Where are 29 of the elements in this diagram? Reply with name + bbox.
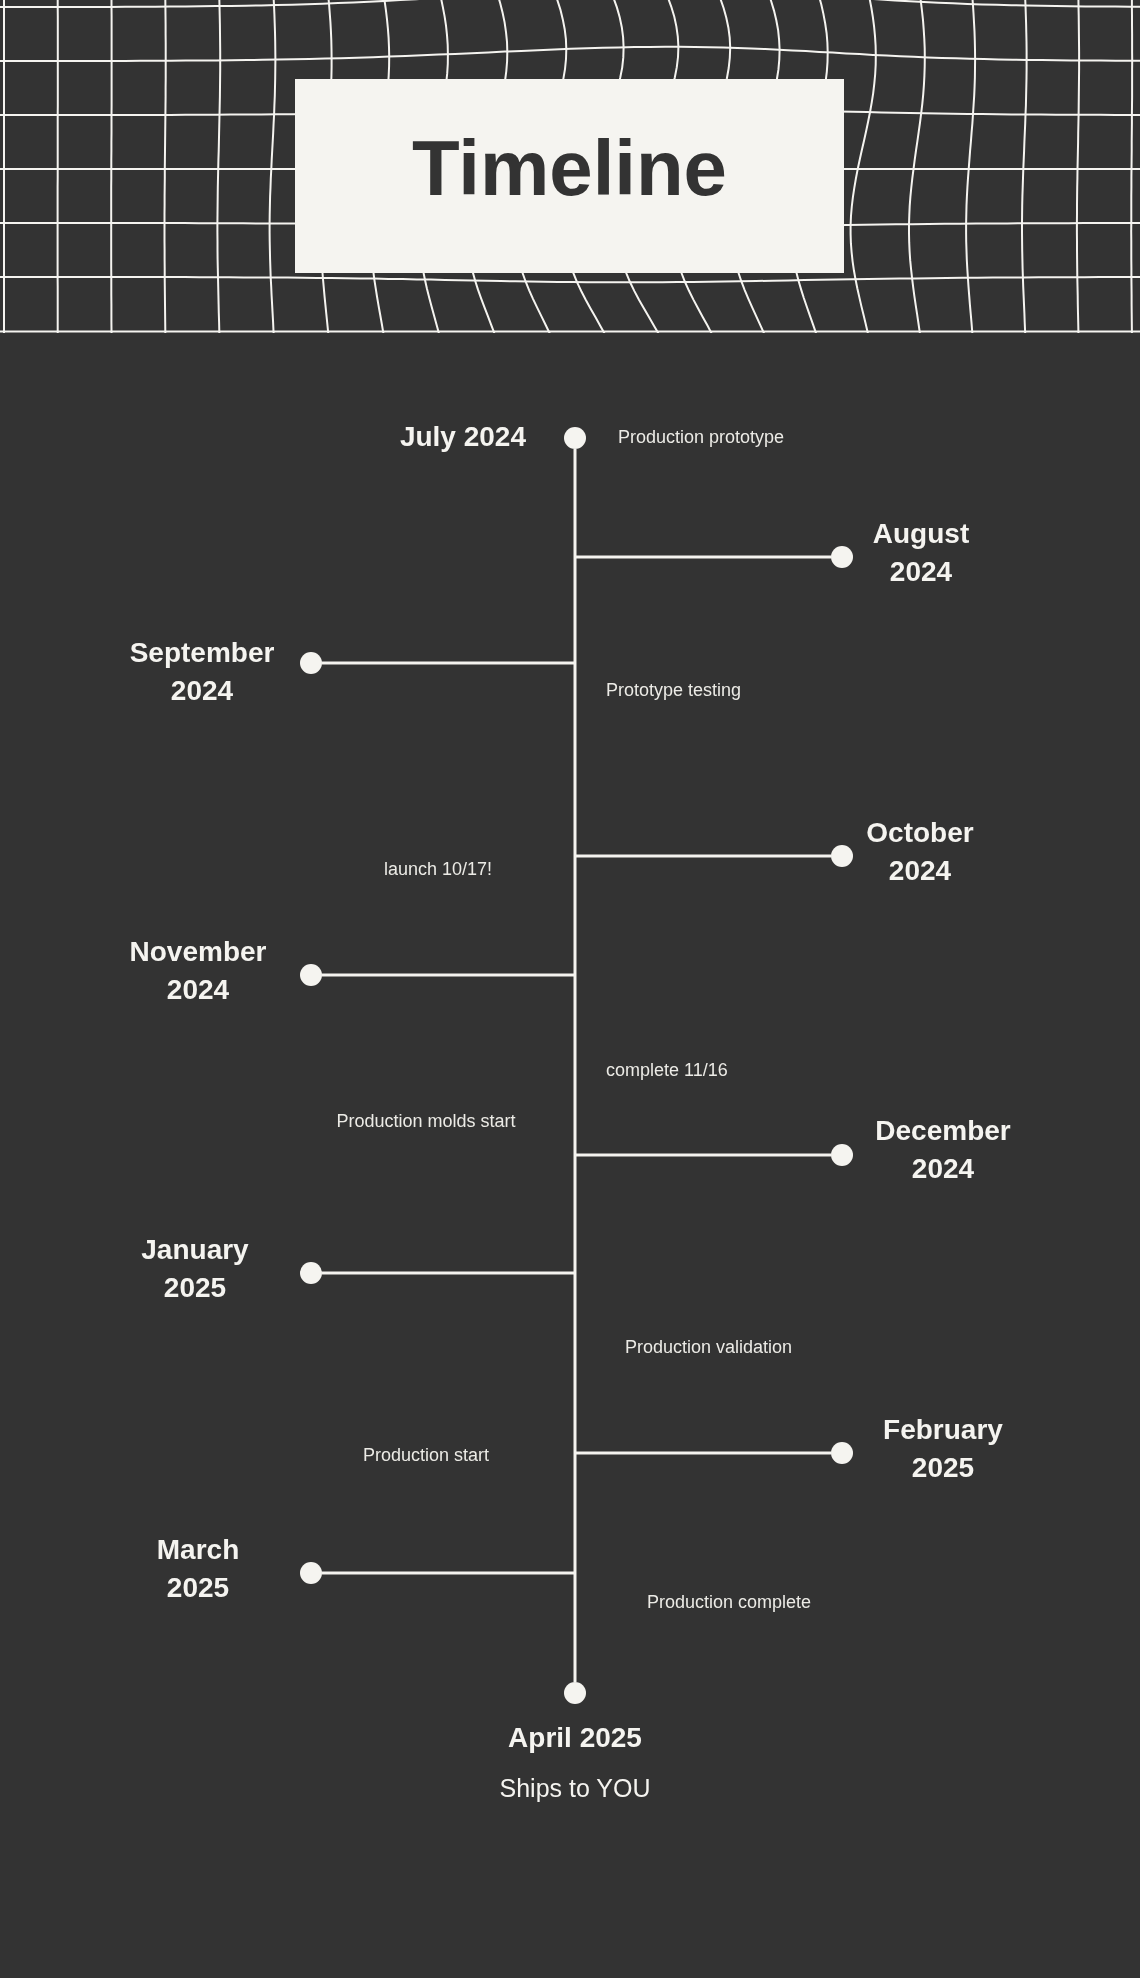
milestone-text: Prototype testing — [606, 679, 742, 702]
milestone-text: Production complete — [647, 1591, 812, 1614]
month-label: October 2024 — [866, 816, 974, 888]
branch-line — [575, 854, 831, 858]
milestone-text: Production prototype — [618, 426, 785, 449]
milestone-text: Production validation — [625, 1336, 793, 1359]
milestone-text: Production start — [362, 1444, 490, 1467]
timeline-spine — [573, 449, 577, 1682]
milestone-text: launch 10/17! — [383, 858, 493, 881]
month-label: November 2024 — [129, 935, 267, 1007]
branch-line — [575, 1451, 831, 1455]
month-label: March 2025 — [156, 1533, 240, 1605]
month-label: August 2024 — [872, 517, 970, 589]
month-label: December 2024 — [875, 1114, 1011, 1186]
branch-line — [322, 973, 575, 977]
branch-line — [575, 555, 831, 559]
title: Timeline — [412, 123, 727, 213]
milestone-text: complete 11/16 — [606, 1059, 728, 1082]
month-label: July 2024 — [399, 420, 526, 454]
branch-line — [575, 1153, 831, 1157]
caption-text: Ships to YOU — [499, 1773, 651, 1804]
month-label: April 2025 — [508, 1721, 642, 1755]
month-label: January 2025 — [141, 1233, 249, 1305]
branch-line — [322, 1571, 575, 1575]
branch-line — [322, 1271, 575, 1275]
milestone-text: Production molds start — [336, 1110, 516, 1133]
month-label: September 2024 — [129, 636, 275, 708]
branch-line — [322, 661, 575, 665]
month-label: February 2025 — [883, 1413, 1003, 1485]
